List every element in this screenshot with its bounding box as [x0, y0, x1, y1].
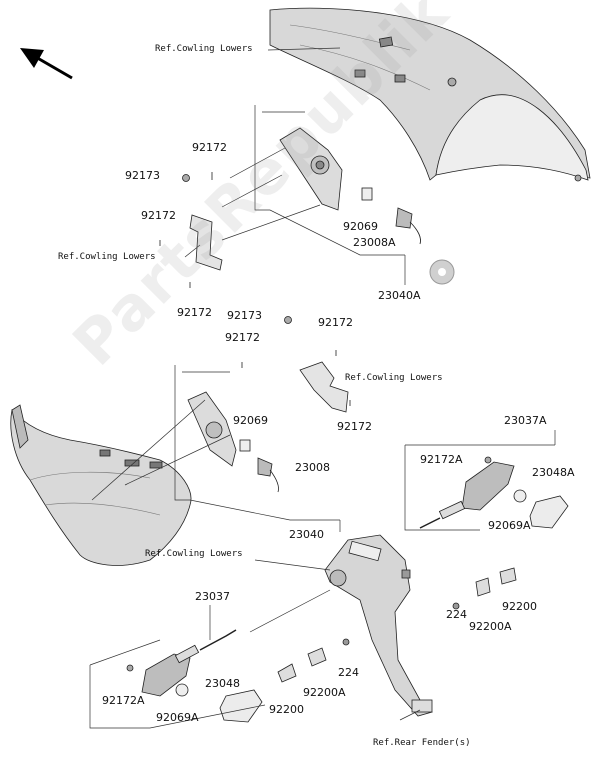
part-label-92172: 92172	[141, 209, 176, 222]
part-label-92172: 92172	[192, 141, 227, 154]
part-label-23037a: 23037A	[504, 414, 547, 427]
part-label-23040: 23040	[289, 528, 324, 541]
part-label-92172: 92172	[318, 316, 353, 329]
part-label-92173: 92173	[125, 169, 160, 182]
leader-lines	[89, 47, 556, 729]
rear-fender-shape	[324, 534, 433, 717]
part-label-23008: 23008	[295, 461, 330, 474]
ref-cowling-lowers-lower: Ref.Cowling Lowers	[145, 549, 243, 559]
part-label-92069a: 92069A	[488, 519, 531, 532]
upper-signal-housing	[279, 127, 421, 245]
part-label-92200a: 92200A	[469, 620, 512, 633]
part-label-92200: 92200	[269, 703, 304, 716]
part-label-92172: 92172	[225, 331, 260, 344]
part-label-92172: 92172	[177, 306, 212, 319]
part-label-23040a: 23040A	[378, 289, 421, 302]
part-label-23008a: 23008A	[353, 236, 396, 249]
lower-cowling-shape	[10, 404, 192, 566]
ref-cowling-lowers-top: Ref.Cowling Lowers	[155, 44, 253, 54]
part-label-92173: 92173	[227, 309, 262, 322]
part-label-92069: 92069	[343, 220, 378, 233]
fender-fasteners	[277, 567, 517, 683]
part-label-23037: 23037	[195, 590, 230, 603]
mid-bracket	[241, 316, 351, 413]
part-label-224: 224	[338, 666, 359, 679]
part-label-92200: 92200	[502, 600, 537, 613]
rear-right-signal	[419, 456, 569, 529]
part-label-92069: 92069	[233, 414, 268, 427]
ref-cowling-lowers-mid: Ref.Cowling Lowers	[345, 373, 443, 383]
gear-icon	[429, 259, 455, 285]
part-label-224: 224	[446, 608, 467, 621]
part-label-92172a: 92172A	[102, 694, 145, 707]
rear-left-signal	[126, 629, 263, 723]
part-label-92200a: 92200A	[303, 686, 346, 699]
part-label-92172a: 92172A	[420, 453, 463, 466]
part-label-23048a: 23048A	[532, 466, 575, 479]
ref-rear-fender: Ref.Rear Fender(s)	[373, 738, 471, 748]
mid-signal-housing	[187, 391, 279, 493]
upper-cowling-shape	[269, 7, 591, 182]
part-label-92069a: 92069A	[156, 711, 199, 724]
upper-bracket	[159, 172, 223, 288]
arrow-up-left-icon	[20, 48, 73, 80]
part-label-92172: 92172	[337, 420, 372, 433]
part-label-23048: 23048	[205, 677, 240, 690]
ref-cowling-lowers-left: Ref.Cowling Lowers	[58, 252, 156, 262]
